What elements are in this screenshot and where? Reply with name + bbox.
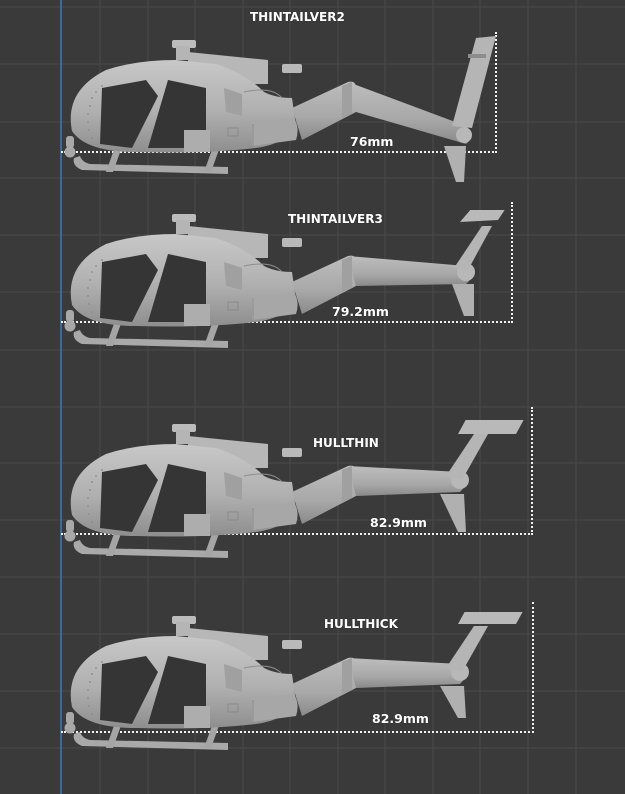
dimension-value: 82.9mm [372, 711, 429, 726]
dimension-box [61, 407, 533, 535]
helicopter-model[interactable] [56, 36, 496, 196]
helicopter-model[interactable] [56, 612, 536, 772]
dimension-box [61, 202, 513, 323]
dimension-box [61, 32, 497, 153]
dimension-box [61, 602, 534, 733]
model-label: HULLTHICK [324, 617, 398, 631]
model-label: THINTAILVER3 [288, 212, 383, 226]
dimension-value: 76mm [350, 134, 394, 149]
dimension-value: 79.2mm [332, 304, 389, 319]
dimension-value: 82.9mm [370, 515, 427, 530]
helicopter-model[interactable] [56, 210, 516, 370]
model-label: HULLTHIN [313, 436, 379, 450]
model-label: THINTAILVER2 [250, 10, 345, 24]
helicopter-model[interactable] [56, 420, 536, 580]
